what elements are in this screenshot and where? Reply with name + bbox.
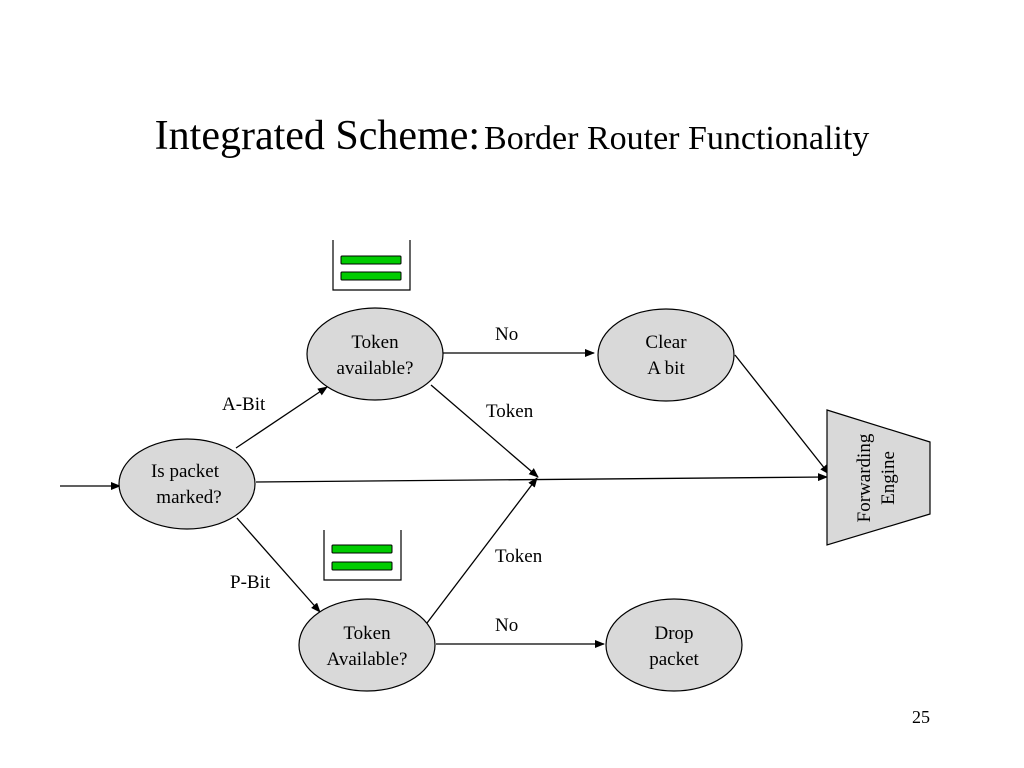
edge-label-a-bit: A-Bit: [222, 394, 266, 415]
node-label: Clear: [645, 332, 687, 353]
node-label: available?: [336, 358, 413, 379]
edge-label-token-bottom: Token: [495, 546, 543, 567]
edge-label-p-bit: P-Bit: [230, 572, 271, 593]
node-forwarding-engine: Forwarding Engine: [826, 409, 931, 546]
node-label: marked?: [156, 487, 221, 508]
title-main: Integrated Scheme:: [154, 113, 481, 159]
edge-clear-to-engine: [734, 354, 830, 475]
node-label: Token: [343, 623, 391, 644]
node-label: Is packet: [151, 461, 220, 482]
token-bar: [340, 255, 402, 265]
token-bar: [340, 271, 402, 281]
node-label: Engine: [878, 451, 899, 505]
edge-token-top: [430, 384, 539, 478]
node-label: A bit: [647, 358, 685, 379]
edge-direct: [255, 473, 828, 483]
title-sub: Border Router Functionality: [484, 120, 870, 157]
node-label: Token: [351, 332, 399, 353]
node-label: Available?: [327, 649, 408, 670]
edge-a-bit: [235, 386, 328, 449]
node-drop-packet: Drop packet: [605, 598, 743, 692]
node-token-available-bottom: Token Available?: [298, 598, 436, 692]
node-token-available-top: Token available?: [306, 307, 444, 401]
node-clear-a-bit: Clear A bit: [597, 308, 735, 402]
node-label: Drop: [654, 623, 693, 644]
node-is-packet-marked: Is packet marked?: [118, 438, 256, 530]
edge-label-no-bottom: No: [495, 615, 518, 636]
edge-label-no-top: No: [495, 324, 518, 345]
token-bucket-bottom: [323, 530, 402, 581]
slide-title: Integrated Scheme: Border Router Functio…: [0, 112, 1024, 160]
edge-label-token-top: Token: [486, 401, 534, 422]
node-label: Forwarding: [854, 433, 875, 522]
token-bar: [331, 544, 393, 554]
token-bucket-top: [332, 240, 411, 291]
page-number: 25: [912, 707, 930, 727]
node-label: packet: [649, 649, 699, 670]
token-bar: [331, 561, 393, 571]
edge-p-bit: [236, 517, 321, 613]
edge-token-bottom: [426, 477, 538, 624]
